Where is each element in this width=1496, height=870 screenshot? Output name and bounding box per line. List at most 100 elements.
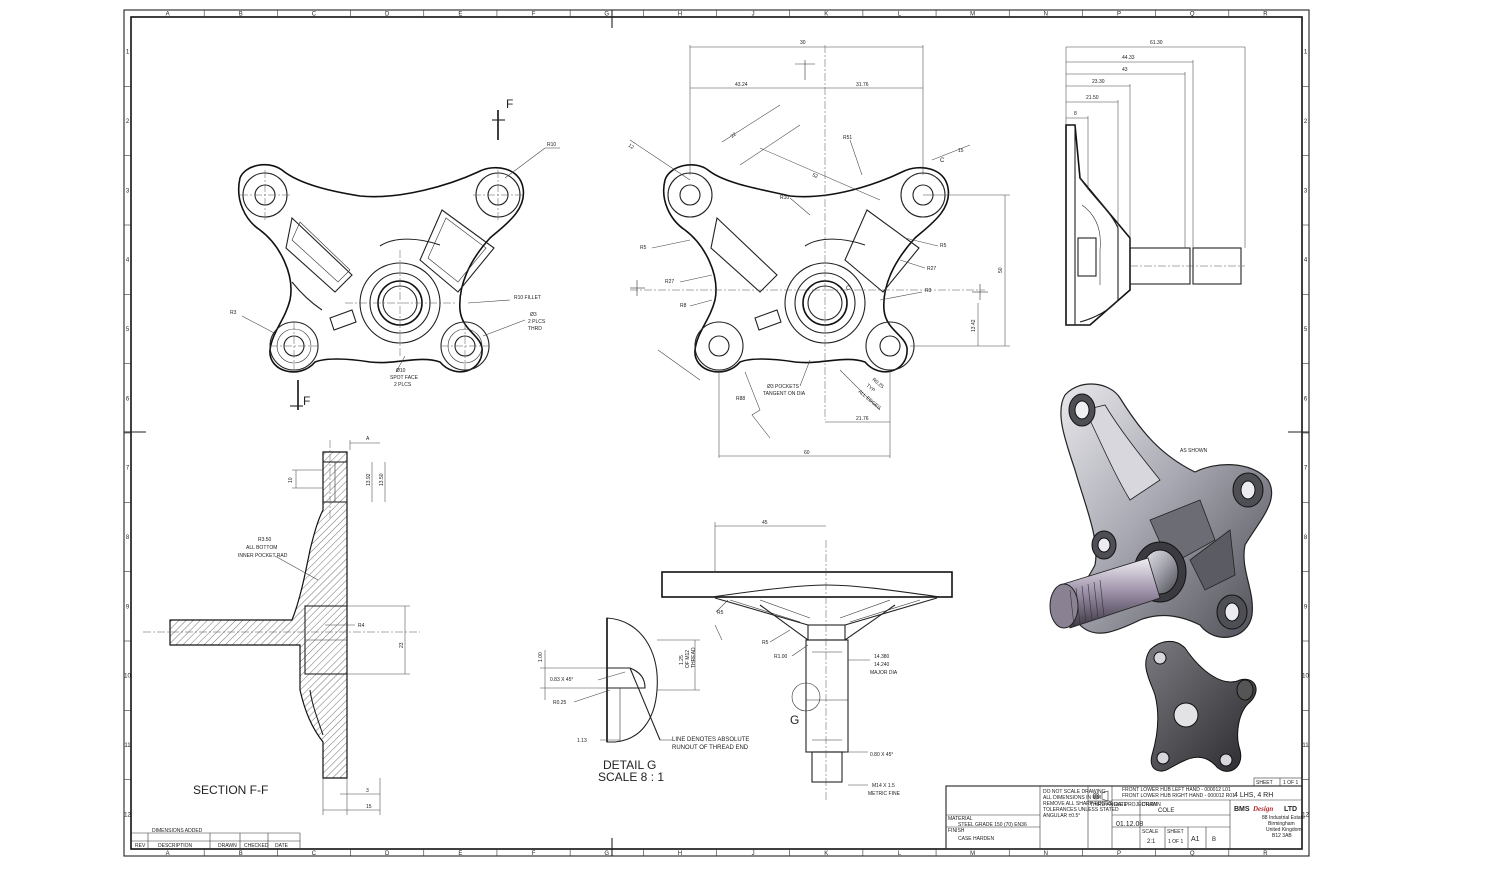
radial-note-line3: ALL EDGES: [857, 389, 883, 412]
column-label: Q: [1190, 12, 1195, 18]
column-label: R: [1263, 851, 1268, 857]
column-label: E: [458, 851, 462, 857]
thread-spec-line1: M14 X 1.5: [872, 783, 895, 789]
spot-face-line2: SPOT FACE: [390, 375, 419, 381]
fillet-note: R10 FILLET: [514, 295, 541, 301]
revision-letter: B: [1212, 837, 1216, 843]
iso-view-label: AS SHOWN: [1180, 448, 1208, 454]
column-label: J: [752, 851, 755, 857]
column-label: J: [752, 12, 755, 18]
row-label: 10: [1302, 674, 1309, 680]
detail-g-view: 1.00 0.83 X 45° R0.25 1.13 1.25 OF M12 T…: [538, 617, 749, 784]
drawn-value: COLE: [1158, 808, 1174, 814]
dim-21-76: 21.76: [856, 416, 869, 422]
column-label: F: [532, 12, 536, 18]
section-dim-23: 23: [399, 642, 405, 648]
thread-note-line3: THREAD: [691, 647, 697, 668]
column-label: C: [312, 12, 317, 18]
finish-value: CASE HARDEN: [958, 836, 995, 842]
row-label: 1: [126, 50, 130, 56]
dim-c-label: C: [940, 158, 945, 164]
row-label: 3: [126, 188, 130, 194]
section-dim-13-92: 13.92: [366, 473, 372, 486]
detail-g-scale: SCALE 8 : 1: [598, 770, 664, 784]
row-label: 12: [1302, 812, 1309, 818]
dim-15: 15: [958, 148, 964, 154]
general-note-3: REMOVE ALL SHARP EDGES: [1043, 801, 1113, 807]
dim-r88: R88: [736, 396, 745, 402]
material-label: MATERIAL: [948, 816, 973, 822]
scale-label: SCALE: [1142, 829, 1159, 835]
column-label: C: [312, 851, 317, 857]
section-ff-title: SECTION F-F: [193, 783, 268, 797]
hub-c-label: C: [846, 286, 851, 292]
top-tab-sheet-value: 1 OF 1: [1283, 780, 1299, 786]
detail-r: R0.25: [553, 700, 567, 706]
dim-hub-outline: [663, 164, 950, 373]
section-dim-15: 15: [366, 804, 372, 810]
radial-note-line2: TYP: [865, 383, 877, 394]
scale-value: 2:1: [1147, 839, 1156, 845]
row-label: 3: [1304, 188, 1308, 194]
hole-note-line1: Ø3: [530, 312, 537, 318]
column-label: P: [1117, 851, 1121, 857]
row-label: 4: [1304, 258, 1308, 264]
column-label: Q: [1190, 851, 1195, 857]
column-label: K: [824, 12, 828, 18]
column-label: E: [458, 12, 462, 18]
address-line-3: United Kingdom: [1266, 827, 1302, 833]
row-label: 9: [126, 604, 130, 610]
finish-label: FINISH: [948, 828, 965, 834]
dim-22: 22: [730, 131, 738, 139]
column-label: B: [239, 12, 243, 18]
row-label: 2: [126, 119, 130, 125]
title-block: SHEET 1 OF 1 MATERIAL STEEL GRADE 150 (7…: [945, 777, 1305, 850]
dim-r3: R3: [925, 288, 932, 294]
column-label: G: [604, 12, 609, 18]
column-label: M: [970, 851, 975, 857]
column-label: L: [898, 12, 902, 18]
thread-note-line1: 1.25: [679, 655, 685, 665]
column-label: N: [1044, 12, 1048, 18]
runout-note-line2: RUNOUT OF THREAD END: [672, 745, 749, 751]
projection-symbol-icon: [1092, 790, 1109, 802]
front-view: F F R10 R3 R10 FILLET Ø3 2 PLCS THRD Ø10…: [230, 97, 560, 410]
section-dim-13-50: 13.50: [379, 473, 385, 486]
row-label: 11: [1302, 743, 1309, 749]
drawn-label: DRAWN: [1142, 802, 1161, 808]
dim-13-42: 13.42: [971, 319, 977, 332]
drawing-number: 4 LHS, 4 RH: [1234, 792, 1273, 799]
rev-header-description: DESCRIPTION: [158, 843, 193, 849]
column-label: H: [678, 12, 682, 18]
part-line-1: FRONT LOWER HUB LEFT HAND - 000012 L01: [1122, 787, 1231, 793]
dimensioned-view: 30 43.24 31.76 60 21.76 50 13.42 12 22 5…: [627, 40, 1010, 458]
detail-chamfer: 0.83 X 45°: [550, 677, 573, 683]
major-dia-line2: 14.240: [874, 662, 890, 668]
bottom-r5a: R5: [717, 610, 724, 616]
row-label: 4: [126, 258, 130, 264]
sheet-value: 1 OF 1: [1168, 839, 1184, 845]
row-label: 9: [1304, 604, 1308, 610]
dim-50: 50: [998, 267, 1004, 273]
address-line-2: Birmingham: [1268, 821, 1295, 827]
spot-face-line1: Ø10: [396, 368, 406, 374]
general-note-1: DO NOT SCALE DRAWING: [1043, 789, 1106, 795]
dim-12: 12: [627, 143, 635, 151]
dim-30: 30: [800, 40, 806, 46]
row-label: 5: [126, 327, 130, 333]
hole-note-line3: THRD: [528, 326, 542, 332]
date-label: DATE: [1114, 802, 1128, 808]
column-label: P: [1117, 12, 1121, 18]
section-dim-3: 3: [366, 788, 369, 794]
front-r3-label: R3: [230, 310, 237, 316]
side-view: 61.30 44.33 43 23.30 21.50 8: [1065, 40, 1246, 326]
bottom-view: G 45 R5 R5 R1.00 14.380 14.240 MAJOR DIA…: [661, 520, 953, 800]
side-dim-43: 43: [1122, 67, 1128, 73]
row-label: 6: [126, 396, 130, 402]
detail-g-title: DETAIL G: [603, 758, 656, 772]
